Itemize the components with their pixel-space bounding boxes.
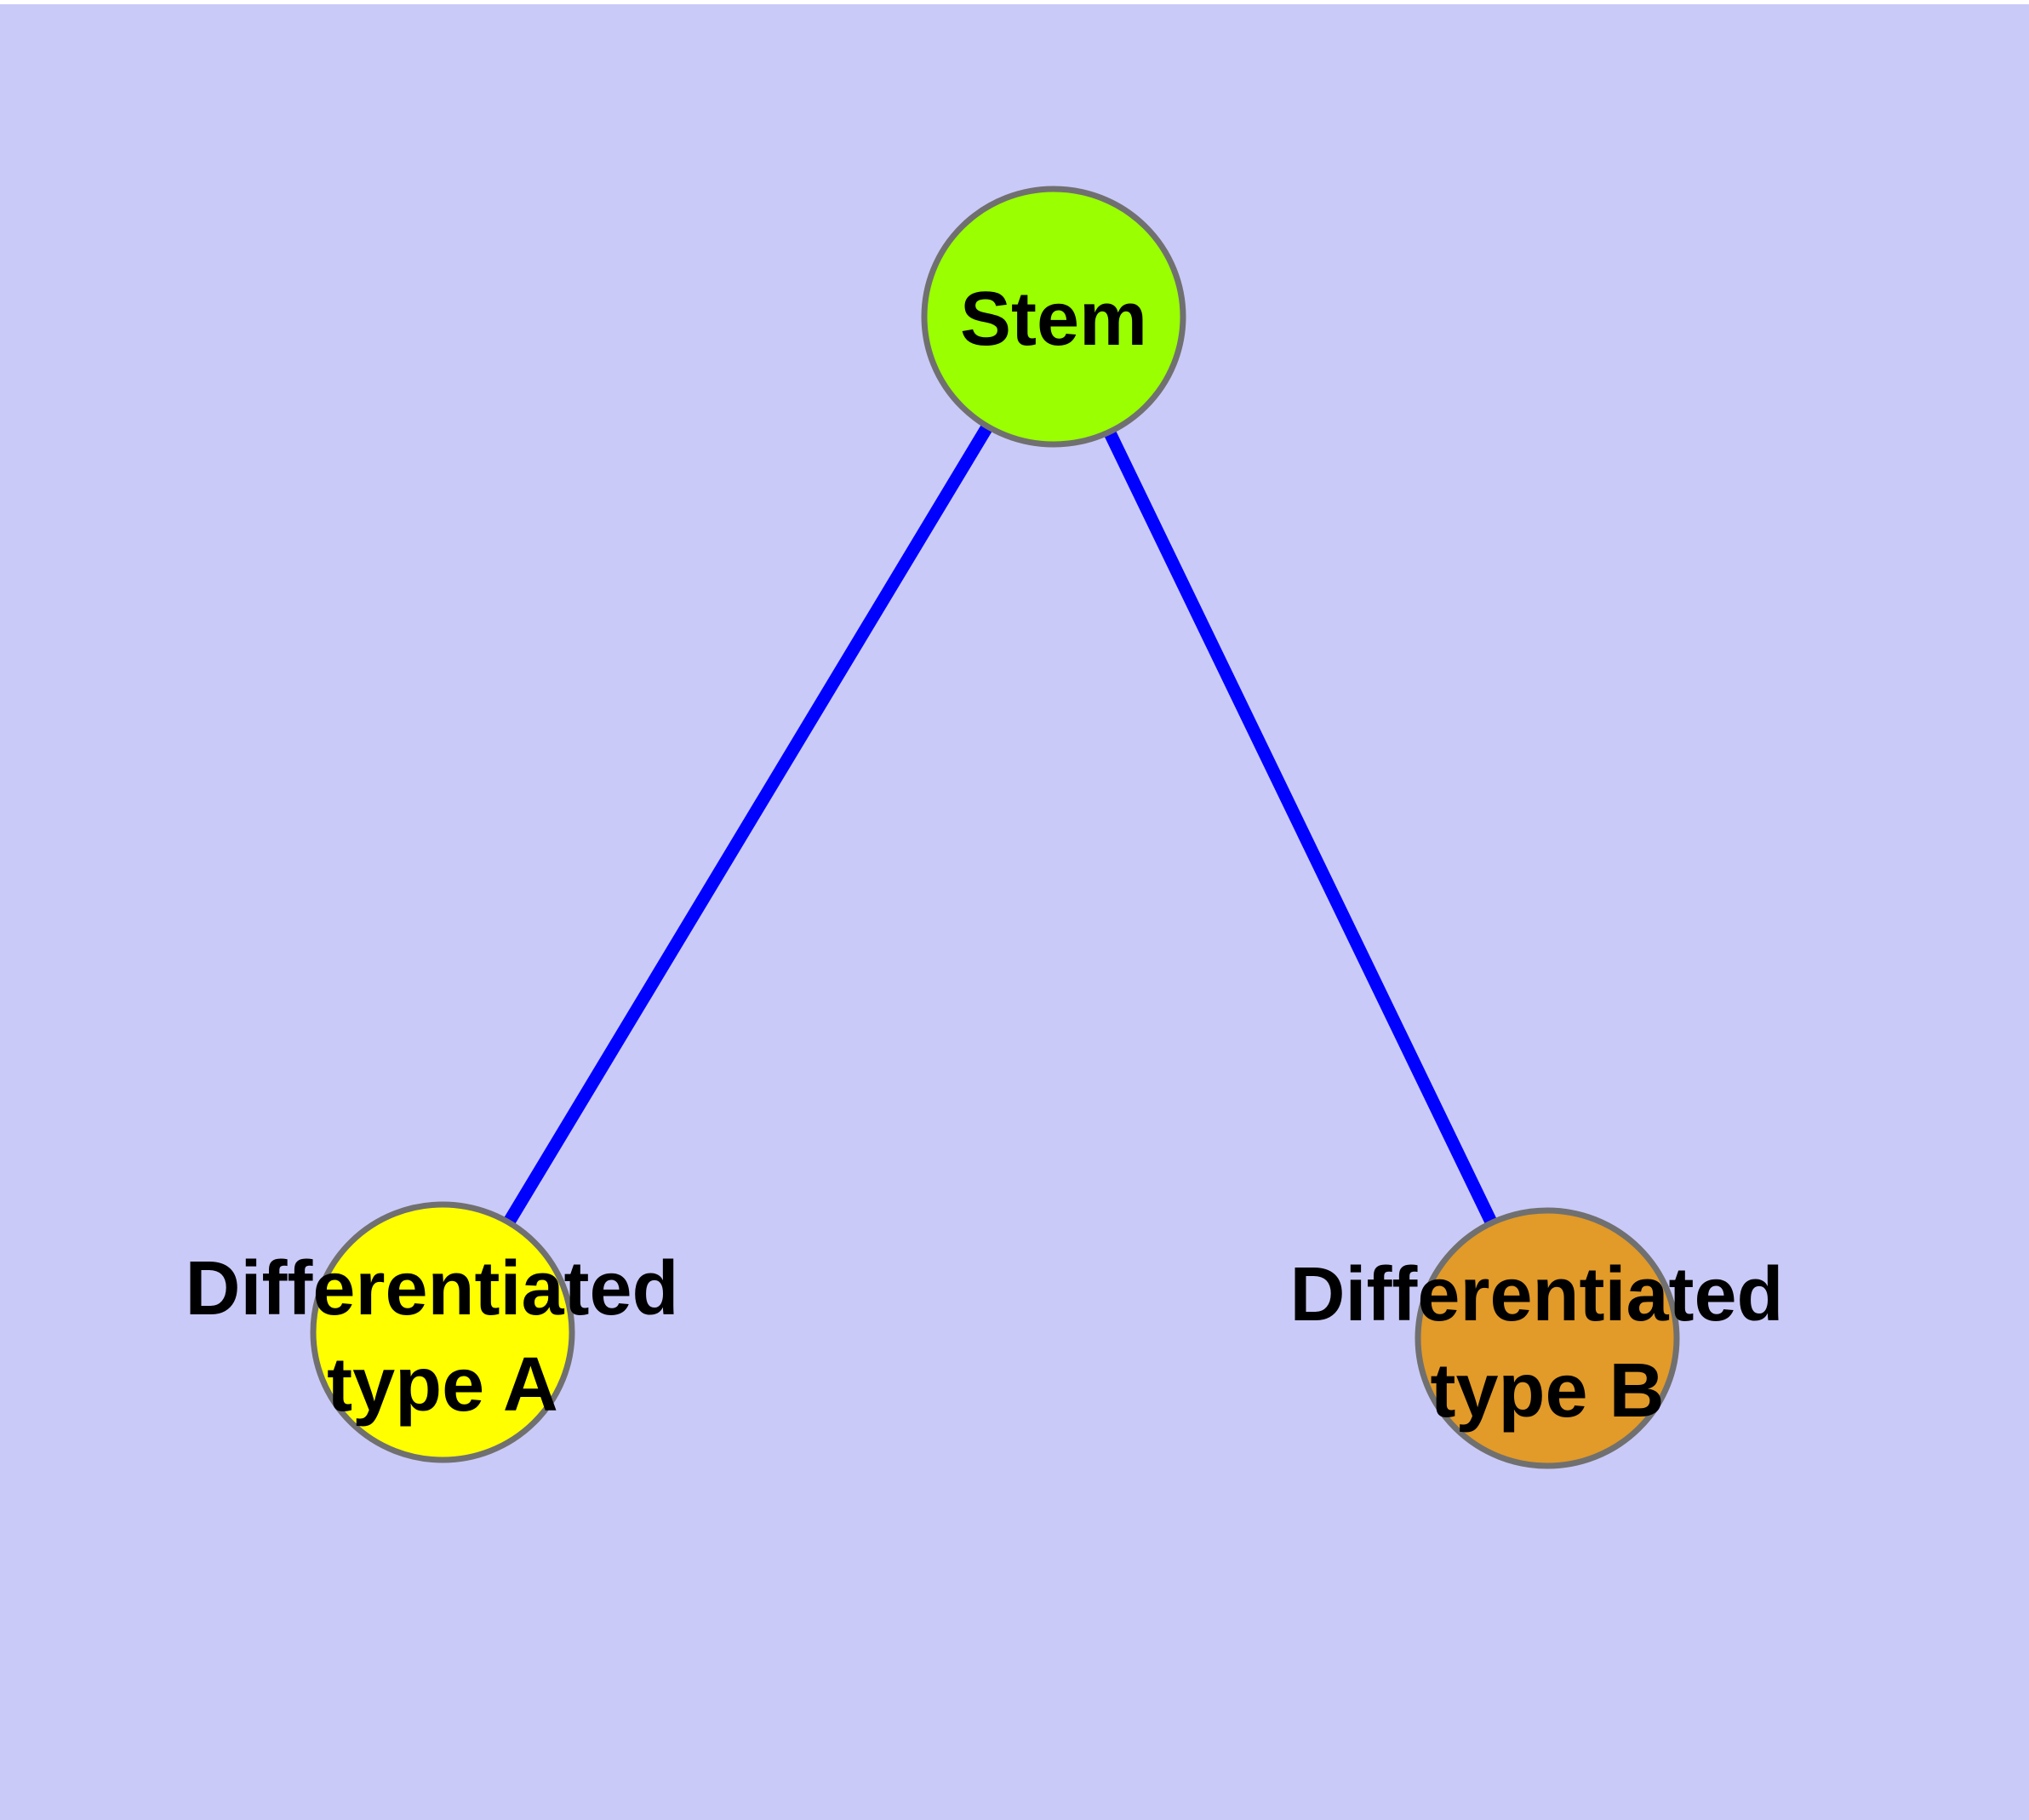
edge-stem-to-type-b: [1048, 313, 1553, 1342]
node-differentiated-type-b-label-line2: type B: [1430, 1348, 1664, 1434]
node-differentiated-type-a: [310, 1201, 575, 1463]
node-differentiated-type-b-label-line1: Differentiated: [1289, 1252, 1783, 1337]
node-differentiated-type-a-label-line1: Differentiated: [185, 1246, 678, 1331]
node-differentiated-type-b-label: Differentiated type B: [1289, 1252, 1804, 1434]
node-stem: [921, 186, 1186, 448]
node-stem-label: Stem: [960, 277, 1147, 362]
node-differentiated-type-a-label: Differentiated type A: [185, 1246, 700, 1428]
edge-stem-to-type-a: [437, 313, 1060, 1336]
node-differentiated-type-a-label-line2: type A: [327, 1342, 558, 1428]
node-differentiated-type-b: [1415, 1207, 1680, 1469]
